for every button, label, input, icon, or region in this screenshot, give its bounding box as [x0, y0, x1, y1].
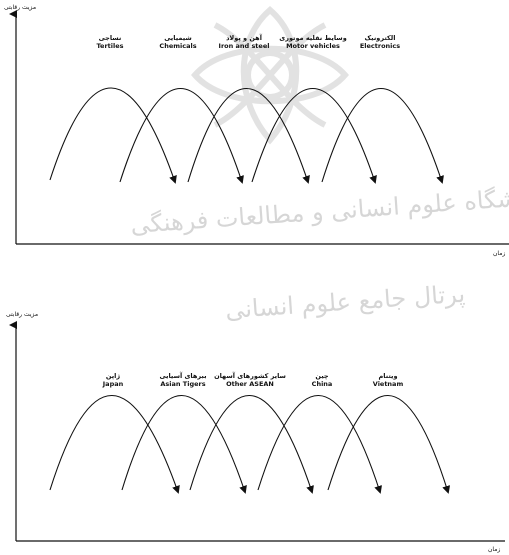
diagram2-axes — [9, 321, 505, 542]
diagram1-curve-2 — [119, 87, 244, 184]
diagram2-stage-4: چین China — [311, 372, 333, 388]
diagram1-axes — [9, 10, 509, 245]
diagram2-y-axis-label: مزیت رقابتی — [6, 311, 39, 318]
watermark-seal — [175, 0, 365, 150]
diagram1-y-axis-label: مزیت رقابتی — [4, 4, 37, 11]
diagram2-curve-2 — [121, 394, 247, 494]
diagram1-stage-3: آهن و پولاد Iron and steel — [218, 34, 270, 50]
diagram1-curves — [49, 87, 444, 184]
diagram2-stage-1: ژاپن Japan — [102, 372, 124, 388]
diagram1-stage-2: شیمیایی Chemicals — [159, 34, 197, 50]
diagram2-curve-5 — [327, 394, 451, 494]
diagram1-stage-5: الکترونیک Electronics — [359, 34, 401, 50]
diagram1-curve-5 — [321, 87, 444, 184]
diagram2-curves — [49, 394, 451, 494]
diagram1-curve-3 — [187, 87, 310, 184]
diagram2-stage-3: سایر کشورهای آسهان Other ASEAN — [214, 372, 286, 388]
diagram1-curve-1 — [49, 87, 177, 184]
diagram1-stage-1: نساجی Tertiles — [96, 34, 124, 50]
diagram2-curve-3 — [189, 394, 314, 494]
diagram1-x-axis-label: زمان — [493, 250, 506, 257]
diagram1-curve-4 — [251, 87, 377, 184]
diagram2-x-axis-label: زمان — [488, 546, 501, 553]
diagram2-stage-5: ویتنام Vietnam — [372, 372, 404, 388]
diagram1-stage-4: وسایط نقلیه موتوری Motor vehicles — [279, 34, 347, 50]
diagram2-stage-2: ببرهای آسیایی Asian Tigers — [159, 372, 207, 388]
diagram2-curve-1 — [49, 394, 180, 494]
diagram2-curve-4 — [257, 394, 382, 494]
seal-icon — [191, 6, 349, 145]
